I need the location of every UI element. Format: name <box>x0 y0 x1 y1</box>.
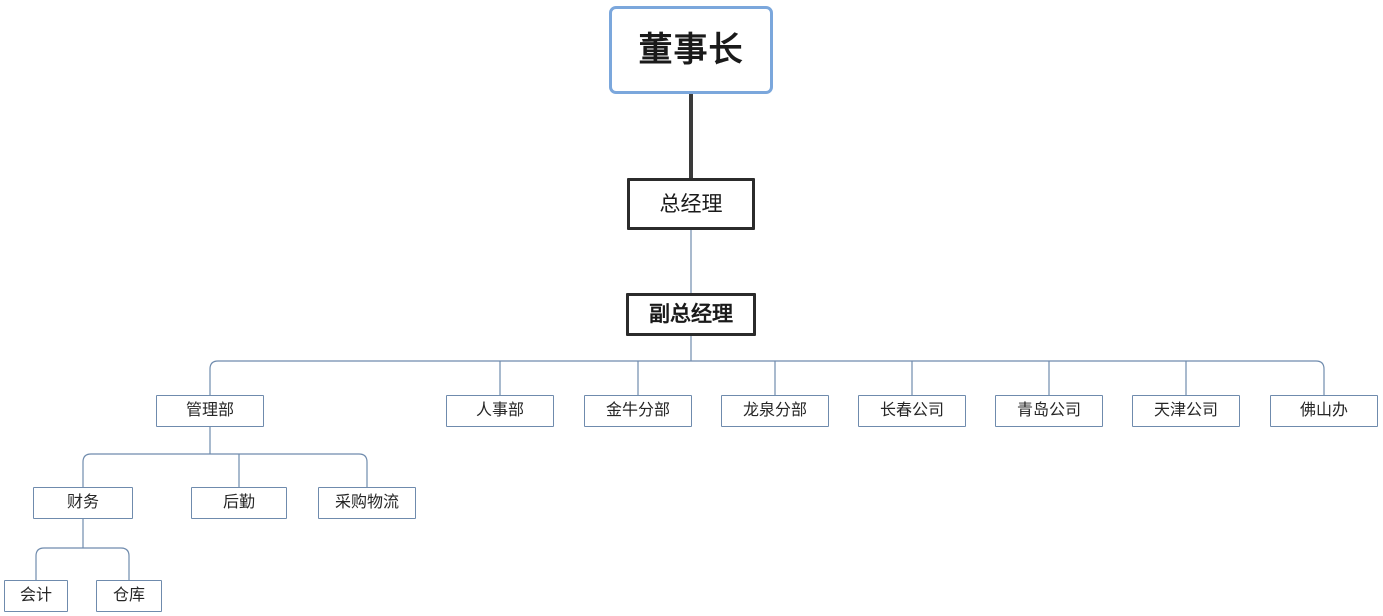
connector-bus-deputy_gm <box>209 360 1325 370</box>
org-node-label: 长春公司 <box>879 402 944 419</box>
org-node-chairman[interactable]: 董事长 <box>609 6 773 94</box>
org-node-gm[interactable]: 总经理 <box>627 178 755 230</box>
org-node-label: 总经理 <box>659 192 723 216</box>
org-node-finance[interactable]: 财务 <box>33 487 133 519</box>
org-node-hr[interactable]: 人事部 <box>446 395 554 427</box>
org-node-longquan[interactable]: 龙泉分部 <box>721 395 829 427</box>
org-node-label: 副总经理 <box>649 303 733 326</box>
org-node-admin[interactable]: 管理部 <box>156 395 264 427</box>
org-node-warehouse[interactable]: 仓库 <box>96 580 162 612</box>
org-node-label: 龙泉分部 <box>742 402 807 419</box>
org-node-foshan[interactable]: 佛山办 <box>1270 395 1378 427</box>
org-node-qingdao[interactable]: 青岛公司 <box>995 395 1103 427</box>
org-node-label: 后勤 <box>222 494 255 511</box>
org-node-changchun[interactable]: 长春公司 <box>858 395 966 427</box>
org-node-jinniu[interactable]: 金牛分部 <box>584 395 692 427</box>
org-node-label: 金牛分部 <box>605 402 670 419</box>
org-node-label: 会计 <box>19 587 52 604</box>
org-node-label: 董事长 <box>638 31 744 69</box>
org-node-label: 天津公司 <box>1153 402 1218 419</box>
org-node-logistics[interactable]: 后勤 <box>191 487 287 519</box>
org-node-label: 采购物流 <box>334 494 399 511</box>
org-node-label: 青岛公司 <box>1016 402 1081 419</box>
connector-bus-admin <box>82 453 368 463</box>
org-node-label: 人事部 <box>475 402 524 419</box>
org-node-label: 财务 <box>66 494 99 511</box>
org-node-label: 仓库 <box>112 587 145 604</box>
org-node-label: 佛山办 <box>1299 402 1348 419</box>
org-node-tianjin[interactable]: 天津公司 <box>1132 395 1240 427</box>
connector-bus-finance <box>35 547 130 557</box>
org-node-accounting[interactable]: 会计 <box>4 580 68 612</box>
org-node-label: 管理部 <box>185 402 234 419</box>
org-node-procurement[interactable]: 采购物流 <box>318 487 416 519</box>
org-node-deputy_gm[interactable]: 副总经理 <box>626 293 756 336</box>
